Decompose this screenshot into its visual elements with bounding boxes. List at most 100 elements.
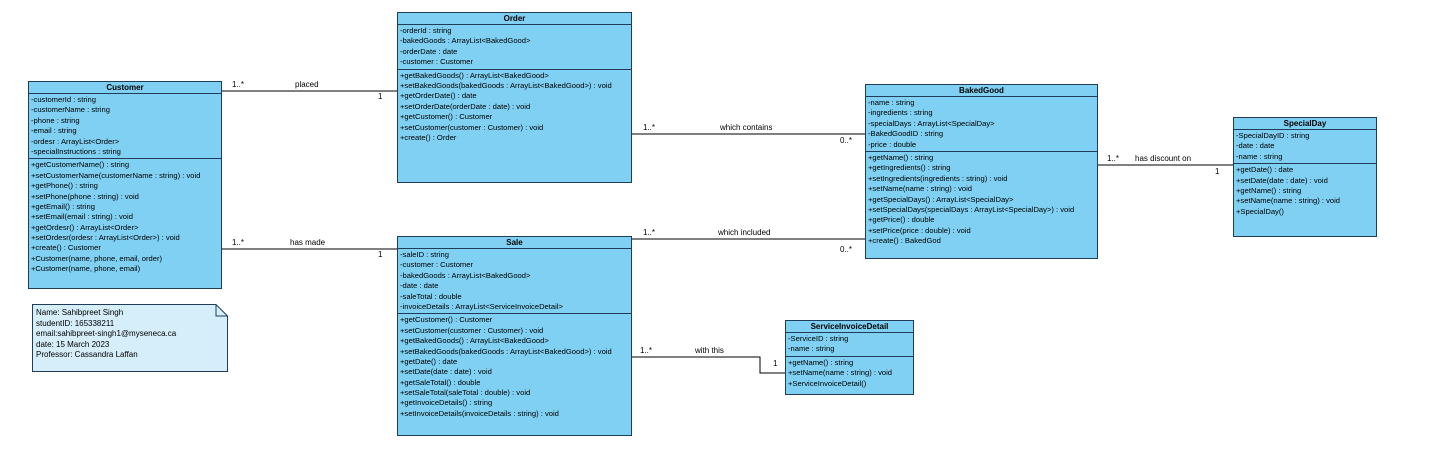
operation: +setName(name : string) : void [788,368,893,378]
operation: +getName() : string [788,357,854,367]
mult-with-this-start: 1..* [640,346,653,355]
note-line: date: 15 March 2023 [36,339,110,349]
attribute: -email : string [31,126,77,136]
operation: +setDate(date : date) : void [400,367,492,377]
mult-has-made-start: 1..* [232,238,245,247]
operation: +create() : Order [400,132,457,142]
mult-which-contains-end: 0..* [840,136,853,145]
mult-has-made-end: 1 [378,250,383,259]
attribute: -customer : Customer [400,57,474,67]
operation: +getName() : string [868,152,934,162]
attribute: -ServiceID : string [788,334,849,343]
operation: +Customer(name, phone, email) [31,264,141,274]
attribute: -customerId : string [31,95,96,104]
class-sale[interactable]: Sale -saleID : string -customer : Custom… [397,236,632,436]
class-order-operations: +getBakedGoods() : ArrayList<BakedGood> … [398,70,631,145]
attribute: -phone : string [31,115,80,125]
operation: +setPhone(phone : string) : void [31,191,139,201]
attribute: -SpecialDayID : string [1236,131,1310,140]
operation: +setOrderDate(orderDate : date) : void [400,101,531,111]
class-customer-operations: +getCustomerName() : string +setCustomer… [29,159,221,275]
attribute: -BakedGoodID : string [868,129,944,139]
operation: +getIngredients() : string [868,163,951,173]
class-sale-title: Sale [398,237,631,249]
class-special-day-title: SpecialDay [1234,118,1376,130]
mult-which-included-end: 0..* [840,245,853,254]
attribute: -orderId : string [400,26,452,35]
operation: +setSpecialDays(specialDays : ArrayList<… [868,204,1075,214]
class-customer-title: Customer [29,82,221,94]
class-service-invoice-detail-attributes: -ServiceID : string -name : string [786,333,913,357]
class-service-invoice-detail-operations: +getName() : string +setName(name : stri… [786,357,913,390]
operation: +setInvoiceDetails(invoiceDetails : stri… [400,408,559,418]
attribute: -saleID : string [400,250,449,259]
attribute: -invoiceDetails : ArrayList<ServiceInvoi… [400,301,563,311]
class-baked-good-attributes: -name : string -ingredients : string -sp… [866,97,1097,152]
mult-has-discount-on-end: 1 [1215,167,1220,176]
class-order[interactable]: Order -orderId : string -bakedGoods : Ar… [397,12,632,183]
attribute: -specialDays : ArrayList<SpecialDay> [868,118,995,128]
operation: +setPrice(price : double) : void [868,225,971,235]
operation: +getName() : string [1236,185,1302,195]
operation: +getCustomerName() : string [31,160,130,170]
assoc-label-has-discount-on: has discount on [1135,154,1192,163]
mult-which-included-start: 1..* [643,228,656,237]
operation: +setSaleTotal(saleTotal : double) : void [400,388,531,398]
note-line: studentID: 165338211 [36,318,115,328]
note-line: Name: Sahibpreet Singh [36,308,124,317]
operation: +setCustomer(customer : Customer) : void [400,325,544,335]
attribute: -name : string [1236,151,1283,161]
note-line: Professor: Cassandra Laffan [36,350,138,360]
operation: +setBakedGoods(bakedGoods : ArrayList<Ba… [400,80,612,90]
operation: +setEmail(email : string) : void [31,212,133,222]
note[interactable]: Name: Sahibpreet Singh studentID: 165338… [32,304,228,372]
operation: +setName(name : string) : void [868,184,973,194]
assoc-label-which-included: which included [718,228,771,237]
attribute: -date : date [400,281,439,291]
operation: +setOrdesr(ordesr : ArrayList<Order>) : … [31,233,180,243]
class-special-day-attributes: -SpecialDayID : string -date : date -nam… [1234,130,1376,165]
attribute: -customer : Customer [400,260,474,270]
operation: +getDate() : date [1236,165,1294,175]
class-baked-good-title: BakedGood [866,85,1097,97]
operation: +setCustomer(customer : Customer) : void [400,122,544,132]
operation: +getInvoiceDetails() : string [400,398,493,408]
operation: +SpecialDay() [1236,206,1284,216]
attribute: -bakedGoods : ArrayList<BakedGood> [400,270,531,280]
note-text: Name: Sahibpreet Singh studentID: 165338… [36,308,176,361]
note-line: email:sahibpreet-singh1@myseneca.ca [36,329,177,339]
operation: +getDate() : date [400,356,458,366]
assoc-label-which-contains: which contains [720,123,773,132]
mult-has-discount-on-start: 1..* [1107,154,1120,163]
operation: +getCustomer() : Customer [400,112,493,122]
class-special-day-operations: +getDate() : date +setDate(date : date) … [1234,164,1376,218]
class-baked-good[interactable]: BakedGood -name : string -ingredients : … [865,84,1098,259]
note-shape [32,304,228,372]
operation: +create() : BakedGod [868,236,941,246]
class-special-day[interactable]: SpecialDay -SpecialDayID : string -date … [1233,117,1377,237]
mult-placed-start: 1..* [232,80,245,89]
assoc-label-with-this: with this [695,346,724,355]
operation: +setName(name : string) : void [1236,196,1341,206]
attribute: -name : string [788,344,835,354]
attribute: -specialInstructions : string [31,146,121,156]
operation: +setIngredients(ingredients : string) : … [868,173,1008,183]
operation: +getPhone() : string [31,181,98,191]
operation: +setDate(date : date) : void [1236,175,1328,185]
attribute: -name : string [868,98,915,107]
attribute: -date : date [1236,141,1275,151]
operation: +Customer(name, phone, email, order) [31,253,163,263]
class-customer[interactable]: Customer -customerId : string -customerN… [28,81,222,289]
operation: +getOrderDate() : date [400,91,477,101]
operation: +getSaleTotal() : double [400,377,481,387]
operation: +getOrdesr() : ArrayList<Order> [31,222,139,232]
attribute: -orderDate : date [400,46,458,56]
operation: +getBakedGoods() : ArrayList<BakedGood> [400,70,549,80]
operation: +getSpecialDays() : ArrayList<SpecialDay… [868,194,1014,204]
assoc-line-with-this [632,356,785,374]
class-order-title: Order [398,13,631,25]
class-service-invoice-detail[interactable]: ServiceInvoiceDetail -ServiceID : string… [785,320,914,395]
attribute: -ordesr : ArrayList<Order> [31,136,120,146]
assoc-label-placed: placed [295,80,319,89]
